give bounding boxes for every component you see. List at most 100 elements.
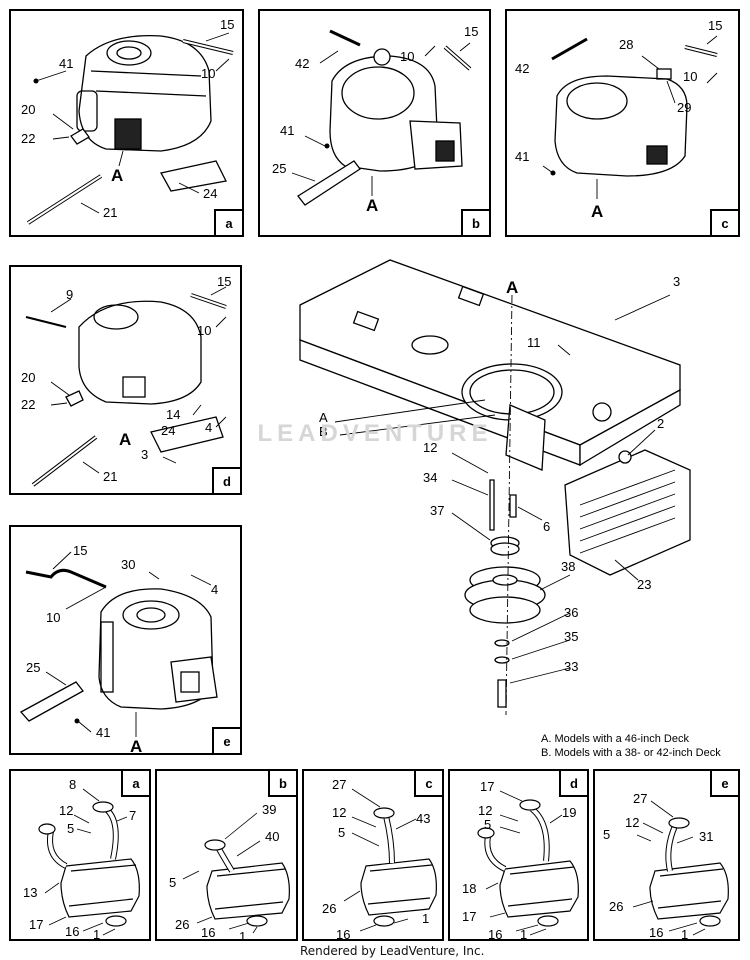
callout-19: 19 [562, 805, 576, 820]
engine-panel-b: 42 10 15 41 25 A b [258, 9, 491, 237]
callout-24: 24 [203, 186, 217, 201]
muffler-panel-c: 27 12 43 5 26 1 16 c [302, 769, 444, 942]
muffler-tag-b: b [268, 771, 296, 797]
muffler-e-drawing: 27 12 5 31 26 16 1 [603, 791, 729, 942]
callout-5: 5 [169, 875, 176, 890]
callout-13: 13 [23, 885, 37, 900]
engine-panel-d: 9 15 10 20 22 14 4 A 24 3 21 d [9, 265, 242, 495]
callout-A: A [591, 202, 603, 221]
callout-12: 12 [59, 803, 73, 818]
callout-36: 36 [564, 605, 578, 620]
callout-1: 1 [681, 927, 688, 942]
callout-16: 16 [649, 925, 663, 940]
callout-27: 27 [633, 791, 647, 806]
callout-26: 26 [609, 899, 623, 914]
callout-17: 17 [29, 917, 43, 932]
callout-5: 5 [484, 817, 491, 832]
panel-tag-c: c [710, 209, 738, 235]
callout-1: 1 [93, 927, 100, 942]
engine-e-drawing: 15 30 4 10 25 A 41 [19, 543, 218, 756]
muffler-panel-a: 8 12 7 5 13 17 16 1 a [9, 769, 151, 942]
callout-39: 39 [262, 802, 276, 817]
rendered-by-footer: Rendered by LeadVenture, Inc. [300, 944, 485, 958]
callout-9: 9 [66, 287, 73, 302]
callout-16: 16 [65, 924, 79, 939]
callout-1: 1 [520, 927, 527, 942]
callout-1: 1 [239, 929, 246, 943]
callout-41: 41 [96, 725, 110, 740]
callout-10: 10 [197, 323, 211, 338]
muffler-b-drawing: 39 40 5 26 16 1 [169, 802, 290, 943]
callout-29: 29 [677, 100, 691, 115]
callout-26: 26 [175, 917, 189, 932]
note-a: A. Models with a 46-inch Deck [541, 733, 689, 745]
callout-31: 31 [699, 829, 713, 844]
callout-38: 38 [561, 559, 575, 574]
callout-43: 43 [416, 811, 430, 826]
engine-c-drawing: 42 15 28 10 29 41 A [515, 18, 722, 221]
callout-A: A [366, 196, 378, 215]
callout-15: 15 [464, 24, 478, 39]
callout-A: A [130, 737, 142, 756]
muffler-tag-d: d [559, 771, 587, 797]
callout-B-deck: B [319, 424, 328, 439]
muffler-a-drawing: 8 12 7 5 13 17 16 1 [23, 777, 140, 942]
callout-22: 22 [21, 397, 35, 412]
callout-24: 24 [161, 423, 175, 438]
callout-5: 5 [338, 825, 345, 840]
callout-A-centerline: A [506, 278, 518, 297]
callout-10: 10 [46, 610, 60, 625]
callout-23: 23 [637, 577, 651, 592]
callout-A: A [119, 430, 131, 449]
callout-5: 5 [603, 827, 610, 842]
note-b: B. Models with a 38- or 42-inch Deck [541, 747, 721, 759]
panel-tag-d: d [212, 467, 240, 493]
callout-10: 10 [201, 66, 215, 81]
callout-42: 42 [515, 61, 529, 76]
callout-2: 2 [657, 416, 664, 431]
engine-d-drawing: 9 15 10 20 22 14 4 A 24 3 21 [21, 274, 231, 487]
callout-15: 15 [220, 17, 234, 32]
callout-17-bottom: 17 [462, 909, 476, 924]
callout-22: 22 [21, 131, 35, 146]
callout-41: 41 [59, 56, 73, 71]
callout-34: 34 [423, 470, 437, 485]
callout-6: 6 [543, 519, 550, 534]
callout-15: 15 [708, 18, 722, 33]
callout-3: 3 [141, 447, 148, 462]
callout-33: 33 [564, 659, 578, 674]
callout-20: 20 [21, 102, 35, 117]
callout-4: 4 [205, 420, 212, 435]
callout-18: 18 [462, 881, 476, 896]
callout-12: 12 [478, 803, 492, 818]
callout-10: 10 [400, 49, 414, 64]
callout-41: 41 [280, 123, 294, 138]
callout-30: 30 [121, 557, 135, 572]
callout-14: 14 [166, 407, 180, 422]
callout-35: 35 [564, 629, 578, 644]
callout-25: 25 [26, 660, 40, 675]
frame-assembly-drawing: A 3 11 A B 2 12 34 37 6 23 38 36 35 33 [299, 259, 691, 715]
callout-41: 41 [515, 149, 529, 164]
callout-12: 12 [332, 805, 346, 820]
callout-4: 4 [211, 582, 218, 597]
callout-17-top: 17 [480, 779, 494, 794]
callout-15: 15 [73, 543, 87, 558]
callout-16: 16 [488, 927, 502, 942]
callout-7: 7 [129, 808, 136, 823]
engine-b-drawing: 42 10 15 41 25 A [272, 24, 478, 215]
callout-5: 5 [67, 821, 74, 836]
callout-16: 16 [201, 925, 215, 940]
callout-A: A [111, 166, 123, 185]
muffler-panel-e: 27 12 5 31 26 16 1 e [593, 769, 740, 942]
watermark: LEADVENTURE [257, 420, 493, 447]
callout-20: 20 [21, 370, 35, 385]
callout-10: 10 [683, 69, 697, 84]
callout-37: 37 [430, 503, 444, 518]
panel-tag-a: a [214, 209, 242, 235]
callout-40: 40 [265, 829, 279, 844]
callout-15: 15 [217, 274, 231, 289]
engine-a-drawing: 15 41 10 20 22 A 24 21 [21, 17, 234, 225]
callout-3: 3 [673, 274, 680, 289]
panel-tag-b: b [461, 209, 489, 235]
